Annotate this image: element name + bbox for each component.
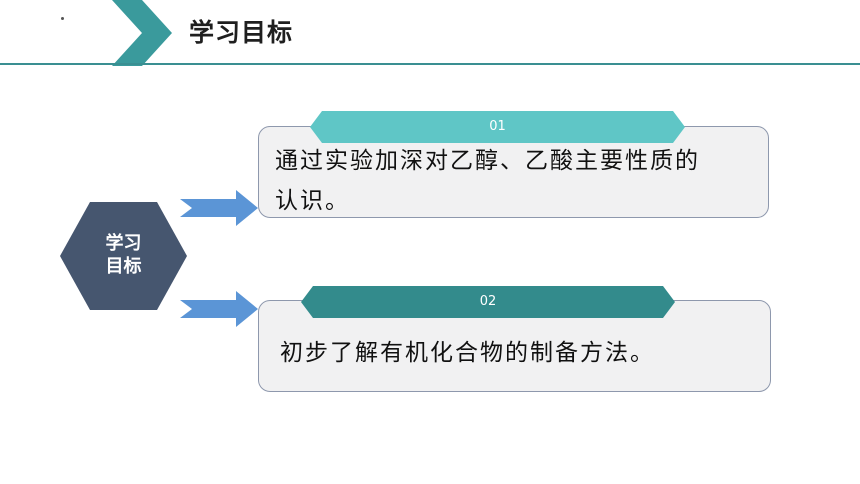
header-dot [61,17,64,20]
goal-text-1-line1: 通过实验加深对乙醇、乙酸主要性质的 [275,148,700,174]
goal-number-2: 02 [479,294,497,309]
goal-tab-2 [301,286,675,318]
goal-text-2: 初步了解有机化合物的制备方法。 [280,333,655,373]
hexagon-label-line2: 目标 [105,256,142,277]
hexagon-badge-label: 学习 目标 [60,232,187,278]
arrow-right-icon [180,291,258,327]
arrow-right-icon [180,190,258,226]
hexagon-badge-icon [60,202,187,310]
goal-text-2-line1: 初步了解有机化合物的制备方法。 [280,340,655,366]
page-title: 学习目标 [189,18,294,47]
goal-tab-1 [310,111,685,143]
hexagon-label-line1: 学习 [105,233,142,254]
header-divider [0,63,860,65]
goal-text-1: 通过实验加深对乙醇、乙酸主要性质的 认识。 [275,141,700,221]
goal-number-1: 01 [489,119,506,134]
goal-text-1-line2: 认识。 [275,188,350,214]
header-chevron-icon [0,0,172,66]
